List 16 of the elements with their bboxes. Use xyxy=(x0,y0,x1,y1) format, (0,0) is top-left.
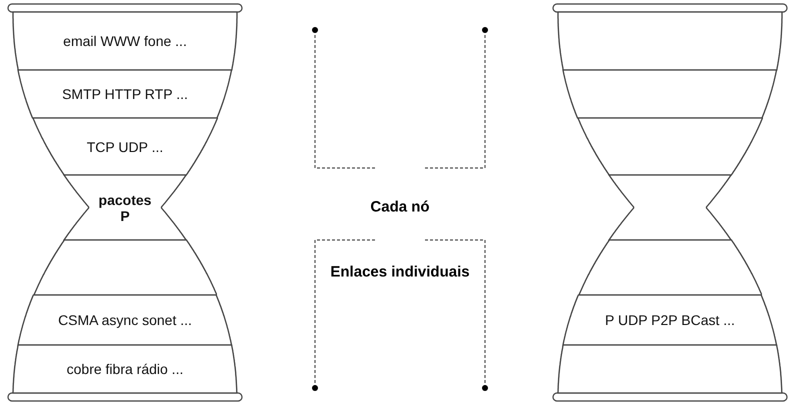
layer-band: TCP UDP ... xyxy=(32,117,218,176)
layer-band xyxy=(562,69,778,119)
layer-band: cobre fibra rádio ... xyxy=(12,344,238,394)
layer-band xyxy=(557,344,783,394)
layer-band xyxy=(578,239,762,296)
layer-band: P UDP P2P BCast ... xyxy=(562,294,778,346)
layer-band xyxy=(557,11,783,71)
layer-band: pacotes P xyxy=(62,174,188,241)
layer-band: CSMA async sonet ... xyxy=(17,294,233,346)
layer-band xyxy=(608,174,732,241)
layer-band xyxy=(32,239,218,296)
layer-band xyxy=(576,117,764,176)
layer-band: email WWW fone ... xyxy=(12,11,238,71)
node-caption: Cada nó xyxy=(370,198,430,216)
layer-band: SMTP HTTP RTP ... xyxy=(17,69,233,119)
link-caption: Enlaces individuais xyxy=(330,264,470,280)
